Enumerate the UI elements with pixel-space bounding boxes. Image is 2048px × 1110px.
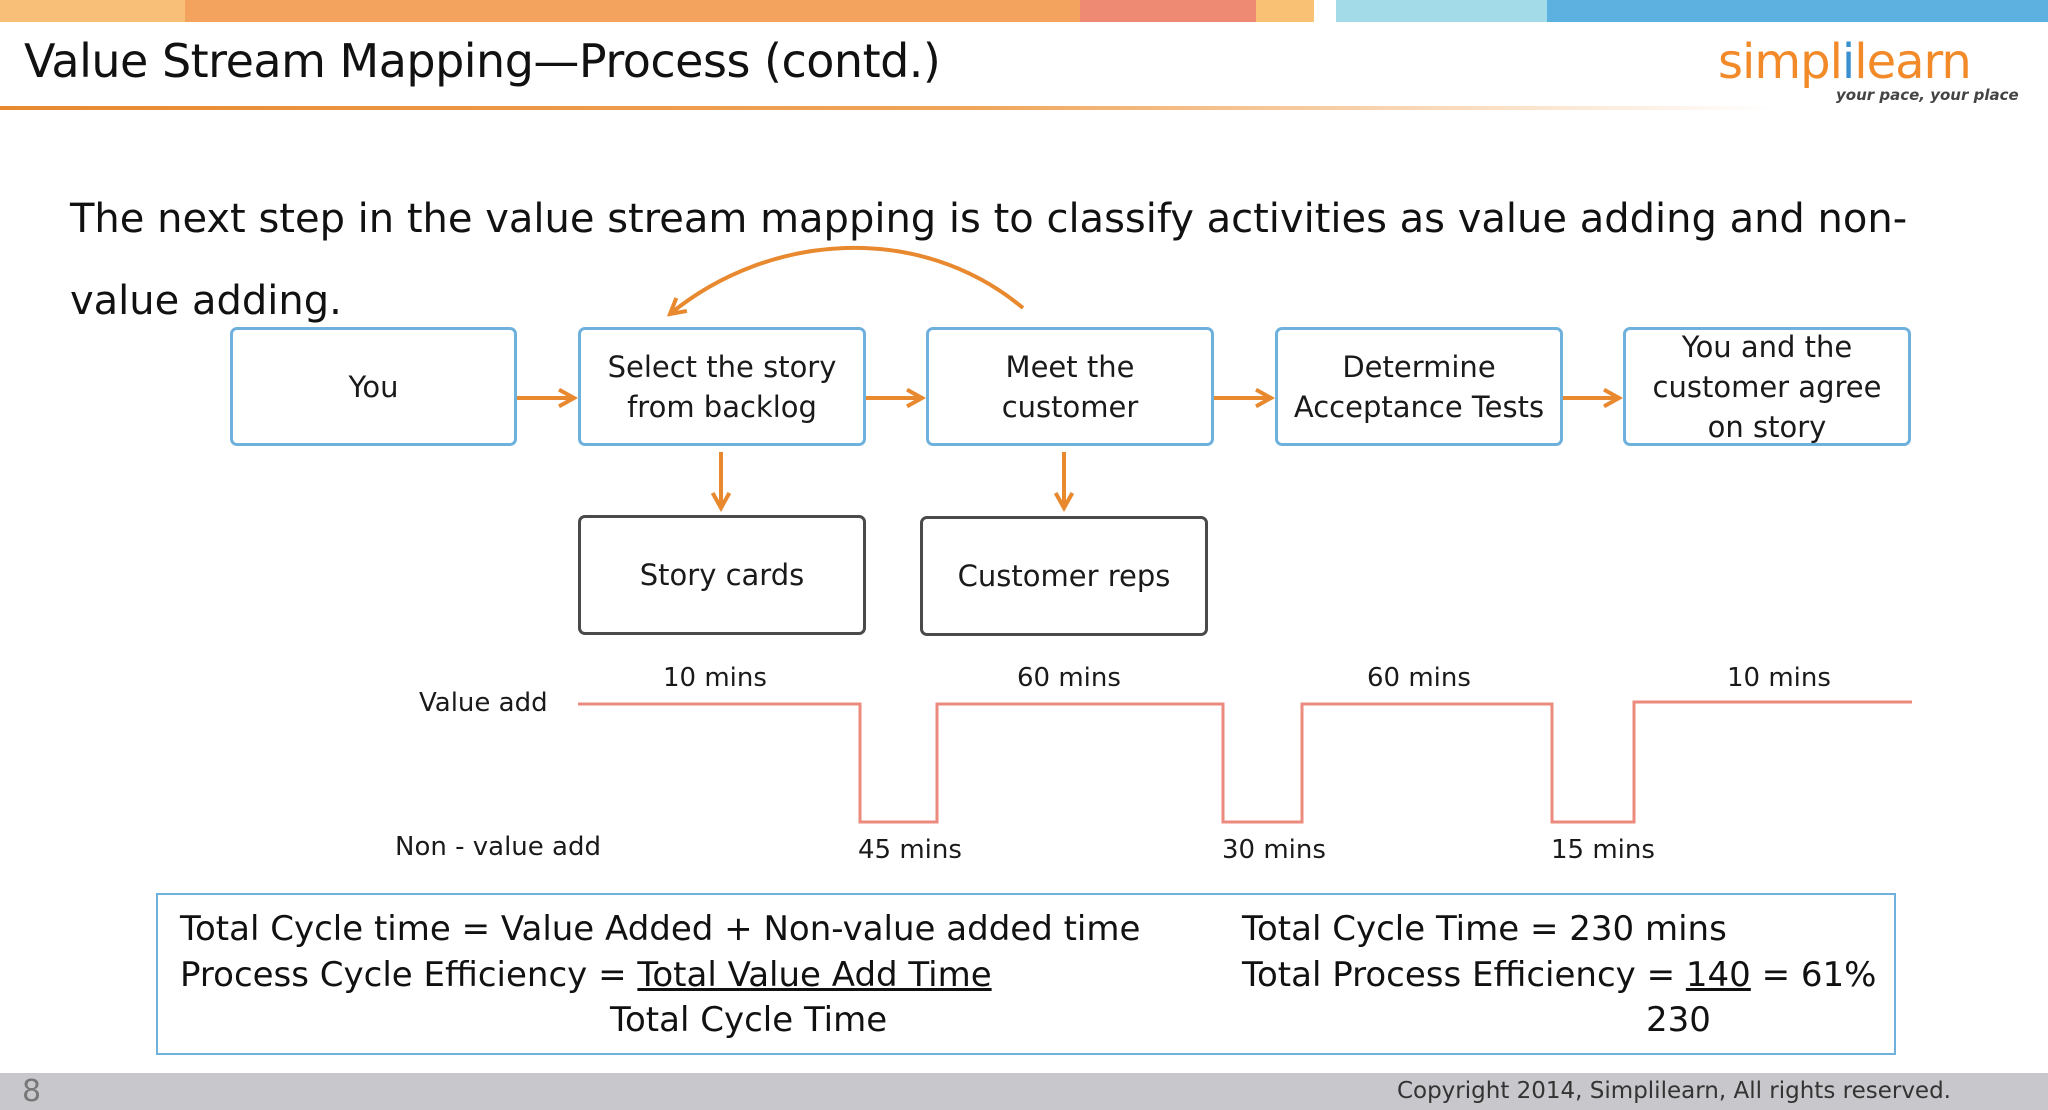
value-add-time: 60 mins	[1367, 663, 1471, 693]
process-box-select-story: Select the story from backlog	[578, 327, 866, 446]
summary-total-cycle-time: Total Cycle Time = 230 mins	[1242, 909, 1727, 949]
process-box-meet-customer: Meet the customer	[926, 327, 1214, 446]
value-add-time: 60 mins	[1017, 663, 1121, 693]
footer-bar: 8 Copyright 2014, Simplilearn, All right…	[0, 1073, 2048, 1110]
non-value-add-time: 45 mins	[858, 835, 962, 865]
timeline-line	[578, 700, 1912, 824]
title-underline	[0, 106, 1770, 110]
non-value-add-label: Non - value add	[395, 832, 601, 862]
simplilearn-logo: simplilearn your pace, your place	[1718, 34, 2019, 114]
arrow-feedback-curve	[670, 245, 1025, 314]
top-color-bar	[0, 0, 2048, 22]
non-value-add-time: 15 mins	[1551, 835, 1655, 865]
efficiency-denominator: Total Cycle Time	[610, 1000, 888, 1040]
slide-title: Value Stream Mapping—Process (contd.)	[24, 34, 941, 88]
page-number: 8	[22, 1074, 42, 1109]
process-box-acceptance-tests: Determine Acceptance Tests	[1275, 327, 1563, 446]
output-box-customer-reps: Customer reps	[920, 516, 1208, 636]
total-efficiency-numerator: 140	[1685, 955, 1751, 995]
intro-text: The next step in the value stream mappin…	[70, 196, 1908, 324]
non-value-add-time: 30 mins	[1222, 835, 1326, 865]
value-add-time: 10 mins	[663, 663, 767, 693]
logo-wordmark: simplilearn	[1718, 34, 1972, 90]
process-box-agree-story: You and the customer agree on story	[1623, 327, 1911, 446]
summary-total-efficiency: Total Process Efficiency = 140 = 61%	[1242, 955, 1877, 995]
logo-tagline: your pace, your place	[1836, 86, 2019, 104]
value-add-label: Value add	[419, 688, 548, 718]
summary-formula-cycle-time: Total Cycle time = Value Added + Non-val…	[180, 909, 1141, 949]
value-add-time: 10 mins	[1727, 663, 1831, 693]
efficiency-numerator: Total Value Add Time	[637, 955, 992, 995]
process-box-you: You	[230, 327, 517, 446]
summary-formula-efficiency: Process Cycle Efficiency = Total Value A…	[180, 955, 992, 995]
output-box-story-cards: Story cards	[578, 515, 866, 635]
total-efficiency-denominator: 230	[1646, 1000, 1711, 1040]
summary-box: Total Cycle time = Value Added + Non-val…	[156, 893, 1896, 1055]
copyright-text: Copyright 2014, Simplilearn, All rights …	[1396, 1078, 1951, 1104]
